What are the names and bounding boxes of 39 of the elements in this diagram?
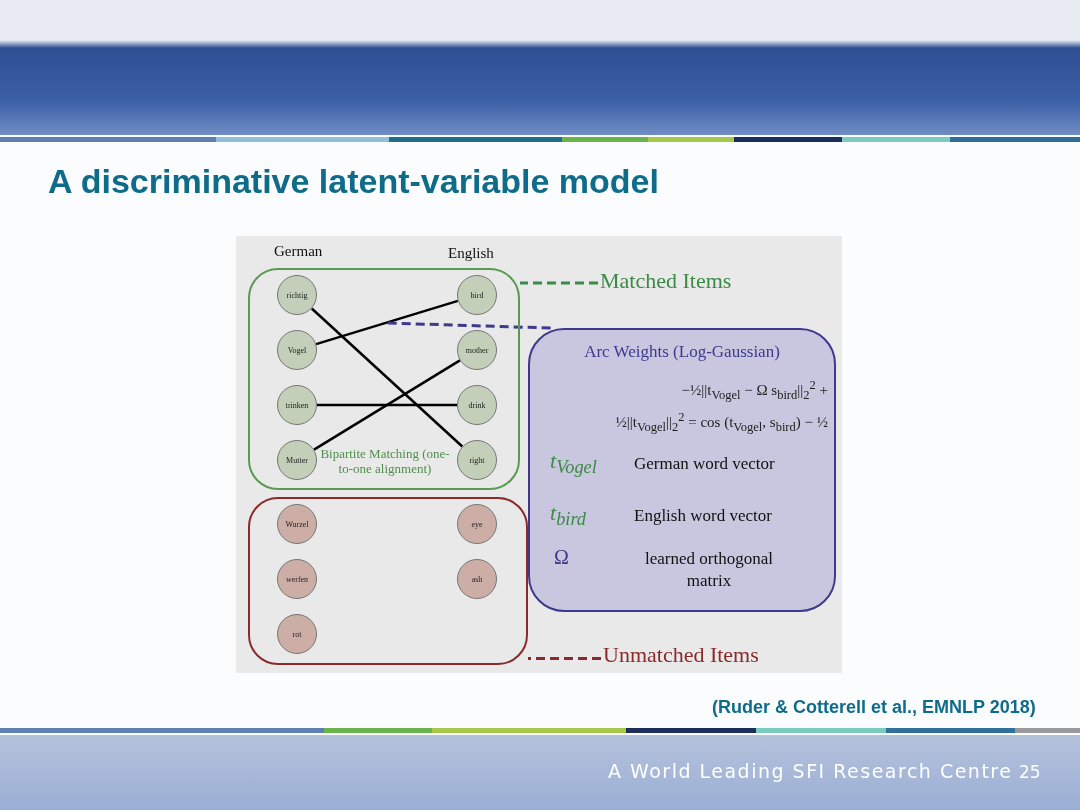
symbol-text: t$_{Vogel}$ [550,448,598,479]
definition-text: learned orthogonal matrix [644,548,774,592]
node-text: Vogel [287,345,307,355]
column-heading: German [274,243,323,260]
connector-line [315,299,459,346]
arc-weights-panel [528,328,836,612]
node-text: Wurzel [285,519,309,529]
leader-line [528,657,601,660]
footer-text: A World Leading SFI Research Centre [608,760,1013,782]
node-text: trinken [285,400,309,410]
node-text: richtig [286,290,308,300]
node-text: rot [292,629,302,639]
node-text: mother [465,345,489,355]
column-heading: English [448,245,494,262]
group-caption: Bipartite Matching (one-to-one alignment) [320,446,450,476]
node-text: eye [471,519,483,529]
node-text: right [469,455,485,465]
node-text: drink [468,400,486,410]
citation-text: (Ruder & Cotterell et al., EMNLP 2018) [712,697,1036,718]
definition-text: German word vector [634,454,776,474]
slide-title: A discriminative latent-variable model [48,162,659,201]
node-text: Mutter [286,455,308,465]
page-number: 25 [1019,762,1041,782]
matched-group-box [248,268,520,490]
definition-text: English word vector [634,506,773,526]
node-text: ash [471,574,483,584]
symbol-text: Ω [554,546,570,569]
node-text: werfen [285,574,309,584]
unmatched-group-box [248,497,528,665]
connector-line [317,403,457,407]
panel-heading: Arc Weights (Log-Gaussian) [583,342,781,362]
symbol-text: t$_{bird}$ [550,500,587,531]
callout-text: Unmatched Items [603,642,793,672]
leader-line [520,281,598,285]
connector-line [310,307,464,448]
node-text: bird [470,290,484,300]
formula-text: −½||t$_{Vogel}$ − Ω s$_{bird}$||$_{2}$$^{2}$ + ½||t$_{Vogel}$||$_{2}$$^{2}$ = cos (t$_{Vogel}$, s$_{bird}$) − ½ [614,377,828,436]
connector-line [313,359,461,451]
callout-text: Matched Items [600,268,760,298]
